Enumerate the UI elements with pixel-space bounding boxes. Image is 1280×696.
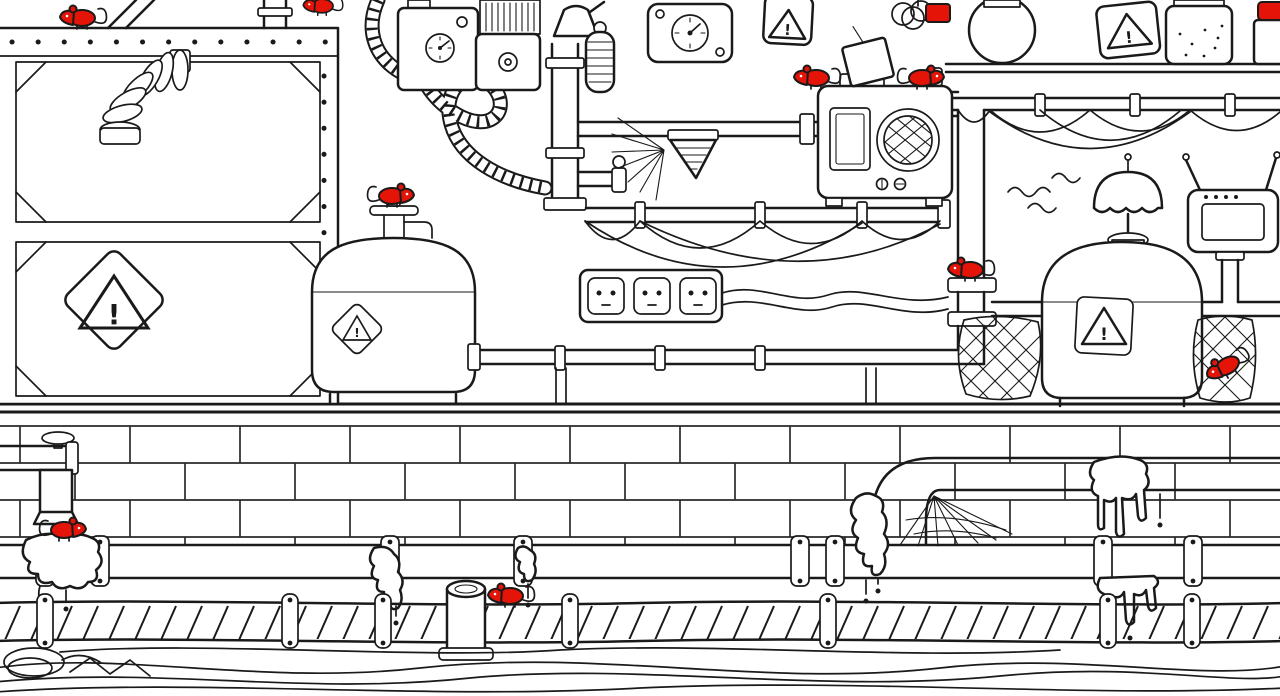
warning-sign-shelf: !: [1095, 0, 1162, 60]
outlet-socket: [587, 277, 625, 315]
right-boiler-tank: !: [1040, 232, 1204, 408]
steam-puffs: [1007, 172, 1081, 214]
pipe-bracket: [1183, 535, 1203, 587]
goo-drips: [21, 455, 1163, 642]
pipe-bracket: [825, 535, 845, 587]
outlet-socket: [633, 277, 671, 315]
hidden-mouse-1[interactable]: [59, 4, 108, 30]
faucet: [0, 431, 80, 526]
brick-wall: [0, 425, 1280, 574]
hidden-mouse-2[interactable]: [366, 182, 415, 208]
main-pipe: [0, 535, 1280, 587]
basement: [0, 425, 1280, 693]
router-device: [1182, 151, 1280, 304]
rope-strap: [819, 593, 837, 649]
pipe-column: [543, 0, 627, 211]
pump-machine: [396, 0, 542, 92]
warning-exclamation: !: [1100, 325, 1108, 345]
gauge-panel: [646, 2, 734, 64]
red-box: [925, 3, 951, 23]
pipe-network: [467, 90, 1280, 405]
rope-strap: [374, 593, 392, 649]
pipe-stub: [438, 579, 494, 661]
spider-web: [899, 495, 1013, 547]
warning-sign-diamond-left: !: [64, 250, 164, 350]
left-furnace-tank: [0, 0, 340, 406]
propane-tank: !: [310, 197, 477, 406]
warning-sign-top: !: [762, 0, 815, 47]
grille-mesh: [884, 116, 932, 164]
rope-strap: [1183, 593, 1201, 649]
hidden-mouse-9[interactable]: [302, 0, 344, 17]
warning-exclamation: !: [354, 326, 359, 340]
furnace-unit: [816, 26, 954, 207]
warning-exclamation: !: [108, 298, 121, 331]
net-left: [957, 315, 1042, 401]
pipe-bracket: [790, 535, 810, 587]
speckled-jar: [1164, 0, 1234, 66]
outlet-strip: [578, 268, 724, 324]
rope-strap: [561, 593, 579, 649]
red-lid-jar: [1252, 1, 1280, 66]
rope-strap: [281, 593, 299, 649]
floor-cables: [0, 647, 1280, 693]
fishbowl-jar: [967, 0, 1037, 65]
warning-exclamation: !: [784, 21, 792, 39]
elbow-pipe-right: [870, 456, 1280, 547]
rope-cable: [0, 593, 1280, 649]
vent-lamp: [1092, 153, 1164, 238]
corrugated-duct: [99, 49, 191, 145]
rope-strap: [1099, 593, 1117, 649]
shelf: !: [891, 0, 1280, 74]
hanging-cables: [584, 109, 1280, 314]
rope-strap: [36, 593, 54, 649]
warning-exclamation: !: [1124, 28, 1133, 48]
outlet-socket: [679, 277, 717, 315]
machine-room: !: [0, 0, 1280, 408]
hanging-card: [841, 26, 895, 88]
